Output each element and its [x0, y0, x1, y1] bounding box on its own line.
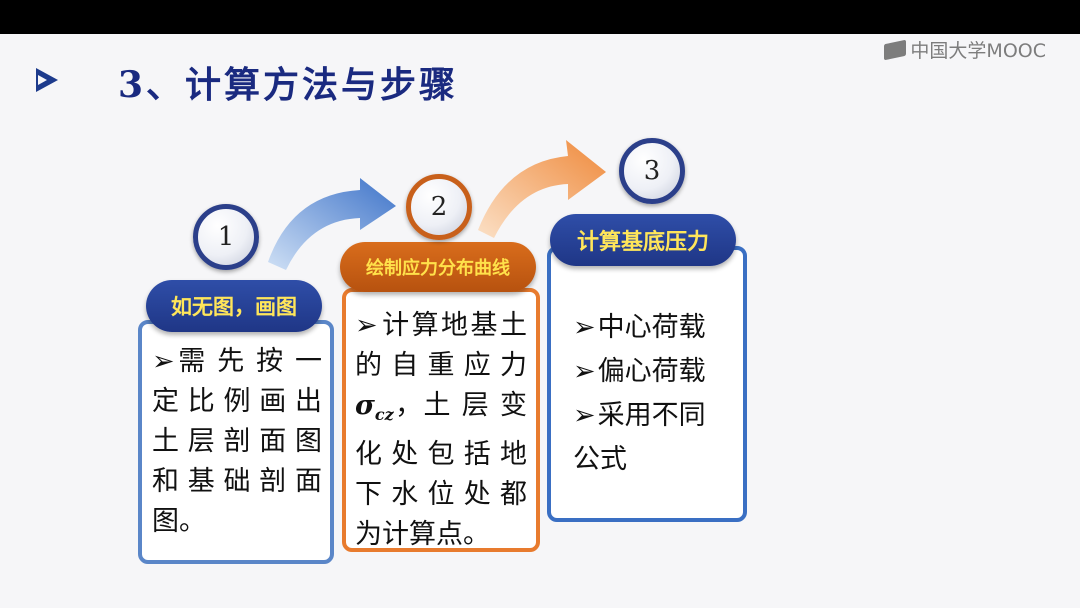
step-2-label: 绘制应力分布曲线	[340, 242, 536, 292]
arrow-bullet-icon	[36, 68, 58, 92]
step-1-number-badge: 1	[193, 204, 259, 270]
step-1-line-3: 土 层 剖 面 图	[152, 426, 322, 457]
step-1-line-4: 和 基 础 剖 面	[152, 466, 322, 497]
bullet-arrow-icon: ➢	[355, 310, 378, 341]
step-1-line-5: 图。	[152, 506, 206, 537]
step-3-label: 计算基底压力	[550, 214, 736, 266]
step-2-text: ➢计算地基土 的 自 重 应 力 σcz，土 层 变 化 处 包 括 地 下 水…	[355, 306, 527, 555]
slide-title: 3、计算方法与步骤	[118, 64, 459, 106]
step-3-number-badge: 3	[619, 138, 685, 204]
step-2-line-1: ➢计算地基土	[355, 306, 527, 346]
step-3-box	[547, 246, 747, 522]
curved-arrow-icon-1	[268, 178, 396, 270]
step-3-line-3: ➢采用不同	[573, 394, 723, 438]
sigma-symbol: σ	[355, 390, 375, 421]
bullet-arrow-icon: ➢	[573, 356, 596, 387]
step-1-text: ➢需 先 按 一 定 比 例 画 出 土 层 剖 面 图 和 基 础 剖 面 图…	[152, 342, 322, 542]
slide: 中国大学MOOC 3、计算方法与步骤 如无图，画图 1	[0, 34, 1080, 608]
step-2-number-badge: 2	[406, 174, 472, 240]
step-1-line-2: 定 比 例 画 出	[152, 386, 322, 417]
step-2-line-3: σcz，土 层 变	[355, 390, 527, 424]
step-1-label: 如无图，画图	[146, 280, 322, 332]
step-1-line-1: ➢需 先 按 一	[152, 342, 322, 382]
step-2-line-6: 为计算点。	[355, 519, 490, 550]
curved-arrow-icon-2	[478, 140, 606, 238]
step-3-line-2: ➢偏心荷载	[573, 350, 723, 394]
step-3-line-4: 公式	[573, 444, 627, 475]
sigma-subscript: cz	[374, 405, 394, 424]
step-3-text: ➢中心荷载 ➢偏心荷载 ➢采用不同 公式	[573, 306, 723, 482]
step-3-line-1: ➢中心荷载	[573, 306, 723, 350]
bullet-arrow-icon: ➢	[573, 400, 596, 431]
step-2-box	[342, 288, 540, 552]
bullet-arrow-icon: ➢	[573, 312, 596, 343]
watermark-text: 中国大学MOOC	[910, 40, 1046, 62]
bullet-arrow-icon: ➢	[152, 346, 175, 377]
step-arrows	[268, 140, 606, 270]
mooc-watermark: 中国大学MOOC	[884, 36, 1046, 63]
step-2-line-2: 的 自 重 应 力	[355, 350, 527, 381]
step-2-line-5: 下 水 位 处 都	[355, 479, 527, 510]
step-2-line-4: 化 处 包 括 地	[355, 439, 527, 470]
